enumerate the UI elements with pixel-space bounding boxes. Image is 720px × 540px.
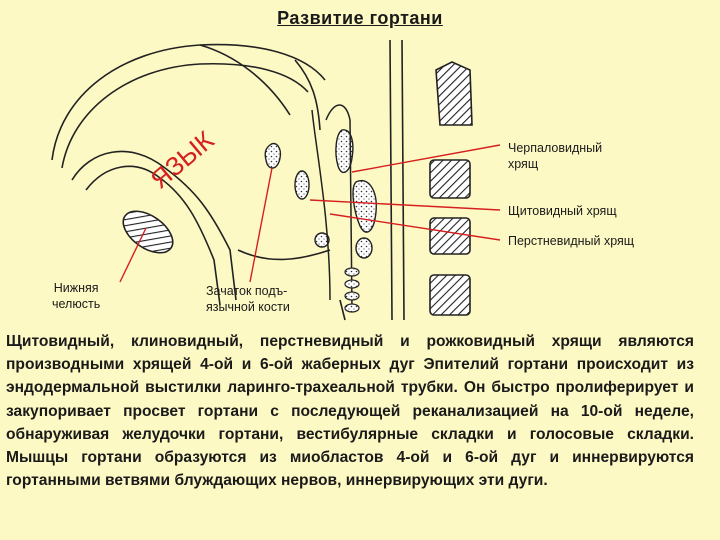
cricoid-cartilage [355,237,373,259]
mandible-label: Нижняя челюсть [52,281,101,311]
slide-title: Развитие гортани [277,8,443,28]
small-cartilage [314,232,330,248]
thyroid-label: Щитовидный хрящ [508,204,617,218]
thyroid-cartilage [352,179,377,233]
epiglottis-cartilage [294,170,310,200]
larynx-diagram: ЯЗЫК [51,39,501,321]
vertebrae [429,61,473,316]
tongue-label: ЯЗЫК [145,125,220,195]
arytenoid-label: Черпаловидный хрящ [508,141,603,171]
body-text: Щитовидный, клиновидный, перстневидный и… [6,333,694,490]
pharynx-wall [325,104,353,311]
arytenoid-cartilage [335,129,354,174]
trachea-rings [344,267,360,313]
mandible-cartilage [122,210,174,254]
hyoid-label: Зачаток подъ- язычной кости [206,284,290,314]
leader-lines [119,144,501,283]
cricoid-label: Перстневидный хрящ [508,234,635,248]
head-outline [51,39,405,321]
hyoid-primordium [264,142,282,169]
